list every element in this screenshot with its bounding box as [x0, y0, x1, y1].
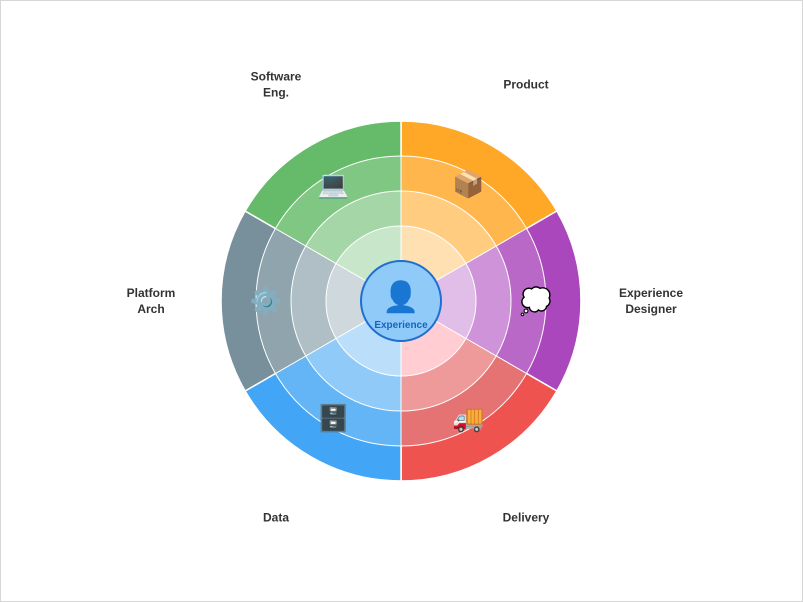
segment-icons: 📦 💭 🚚 🗄️ ⚙️ 💻 [250, 169, 552, 434]
label-data: Data [263, 511, 289, 525]
package-icon: 📦 [452, 169, 484, 200]
label-experience-designer-line-1: Experience [619, 286, 683, 300]
center-label: Experience [374, 320, 428, 331]
label-platform-arch-line-1: Platform [127, 286, 176, 300]
label-delivery-line-1: Delivery [503, 511, 550, 525]
center-circle [360, 260, 442, 342]
label-software-eng-line-1: Software [251, 70, 302, 84]
wheel-rings [220, 120, 582, 482]
thought-bubble-icon: 💭 [520, 285, 552, 317]
label-delivery: Delivery [503, 511, 550, 525]
laptop-icon: 💻 [317, 170, 349, 200]
center-hub: 👤 Experience [360, 260, 442, 342]
label-experience-designer-line-2: Designer [625, 302, 677, 316]
file-cabinet-icon: 🗄️ [317, 403, 349, 434]
label-software-eng-line-2: Eng. [263, 86, 289, 100]
label-product-line-1: Product [503, 78, 548, 92]
label-product: Product [503, 78, 548, 92]
label-data-line-1: Data [263, 511, 289, 525]
gear-icon: ⚙️ [250, 286, 282, 317]
person-icon: 👤 [382, 279, 419, 315]
delivery-truck-icon: 🚚 [452, 404, 484, 434]
label-platform-arch-line-2: Arch [137, 302, 164, 316]
